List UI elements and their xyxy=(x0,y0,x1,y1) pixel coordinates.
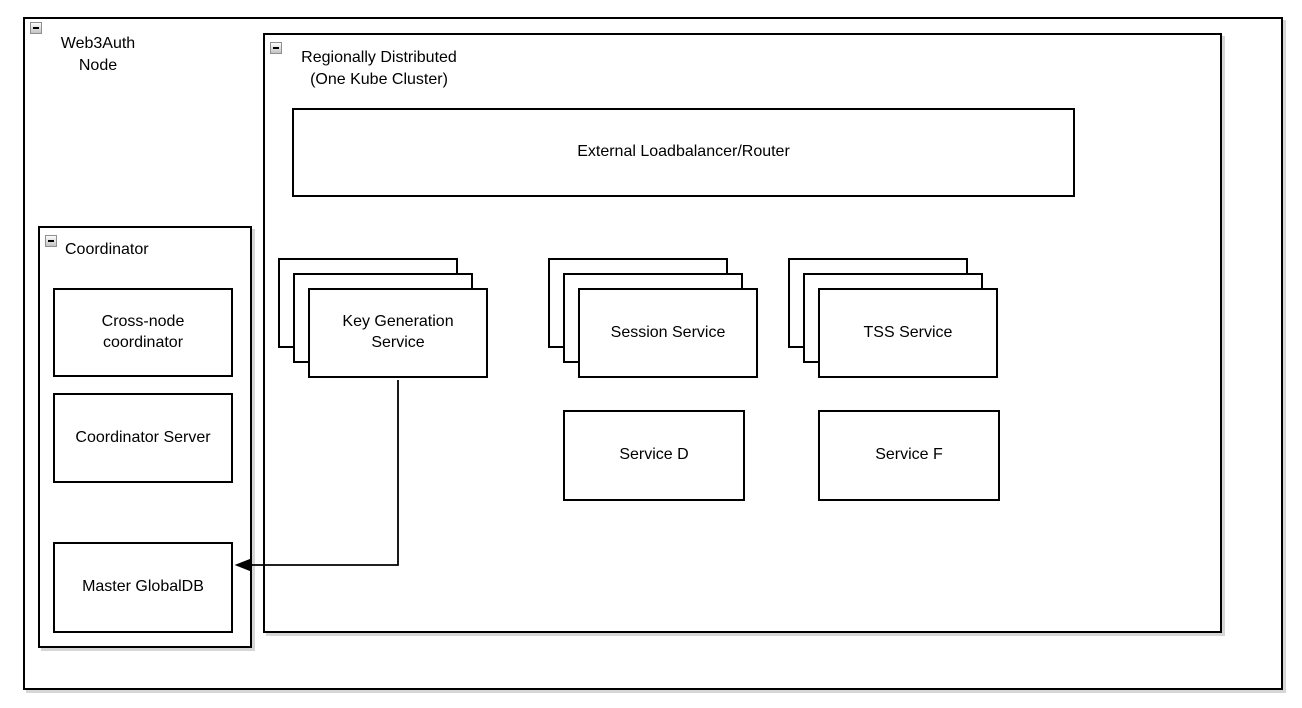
master-globaldb-label: Master GlobalDB xyxy=(82,578,204,596)
master-globaldb-box[interactable]: Master GlobalDB xyxy=(53,542,233,633)
session-service-label: Session Service xyxy=(610,323,726,341)
coordinator-label: Coordinator xyxy=(65,241,149,258)
service-d-label: Service D xyxy=(619,446,689,464)
external-loadbalancer-box[interactable]: External Loadbalancer/Router xyxy=(292,108,1075,197)
collapse-minus-icon[interactable] xyxy=(30,22,42,34)
tss-service-stack[interactable]: TSS Service xyxy=(788,258,1000,380)
coordinator-server-label: Coordinator Server xyxy=(75,428,211,446)
stack-layer-front[interactable]: Key Generation Service xyxy=(308,288,488,378)
web3auth-node-label: Web3Auth Node xyxy=(60,35,136,74)
service-f-box[interactable]: Service F xyxy=(818,410,1000,501)
cross-node-coordinator-box[interactable]: Cross-node coordinator xyxy=(53,288,233,377)
kube-cluster-label: Regionally Distributed (One Kube Cluster… xyxy=(301,49,457,88)
external-loadbalancer-label: External Loadbalancer/Router xyxy=(577,143,790,161)
coordinator-server-box[interactable]: Coordinator Server xyxy=(53,393,233,483)
collapse-minus-icon[interactable] xyxy=(270,42,282,54)
service-d-box[interactable]: Service D xyxy=(563,410,745,501)
key-generation-service-stack[interactable]: Key Generation Service xyxy=(278,258,490,380)
stack-layer-front[interactable]: Session Service xyxy=(578,288,758,378)
service-f-label: Service F xyxy=(875,446,943,464)
tss-service-label: TSS Service xyxy=(863,323,953,341)
session-service-stack[interactable]: Session Service xyxy=(548,258,760,380)
coordinator-container[interactable]: Coordinator Cross-node coordinator Coord… xyxy=(38,226,252,648)
stack-layer-front[interactable]: TSS Service xyxy=(818,288,998,378)
collapse-minus-icon[interactable] xyxy=(45,235,57,247)
key-generation-service-label: Key Generation Service xyxy=(342,313,454,351)
cross-node-coordinator-label: Cross-node coordinator xyxy=(101,312,185,351)
